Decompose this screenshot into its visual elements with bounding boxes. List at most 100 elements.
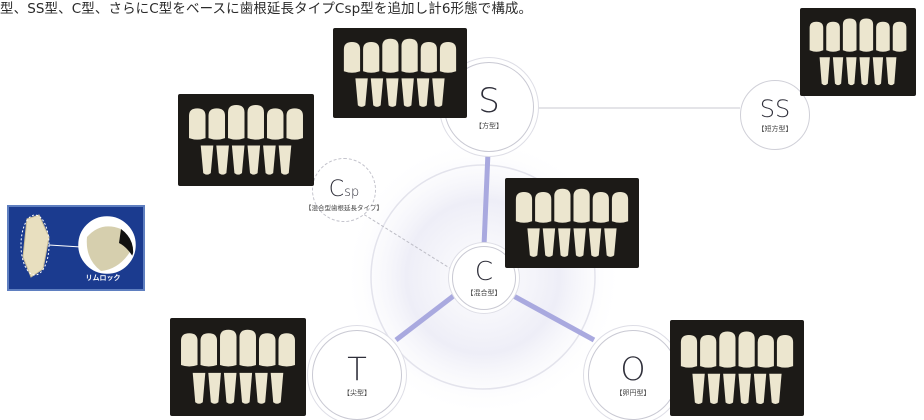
denture-photo-s	[333, 28, 467, 118]
denture-photo-csp	[178, 94, 314, 186]
upper-tooth	[738, 331, 755, 368]
denture-photo-t	[170, 318, 306, 416]
lower-tooth	[432, 78, 445, 107]
denture-photo-o	[670, 320, 804, 416]
teeth-illustration	[343, 38, 457, 107]
lower-tooth	[216, 145, 229, 175]
upper-tooth	[363, 42, 380, 73]
lower-tooth	[819, 57, 830, 86]
upper-tooth	[278, 333, 295, 367]
upper-tooth	[382, 38, 399, 73]
lower-tooth	[604, 228, 617, 257]
lower-tooth	[846, 57, 857, 86]
lower-tooth	[247, 145, 261, 175]
upper-tooth	[239, 329, 256, 367]
center-ring	[370, 164, 596, 390]
upper-tooth	[573, 188, 590, 223]
link-c-o	[508, 291, 596, 343]
lower-tooth	[200, 145, 214, 175]
upper-tooth	[343, 42, 361, 73]
lower-tooth	[872, 57, 884, 86]
teeth-illustration	[809, 18, 907, 86]
lower-tooth	[832, 57, 844, 86]
link-c-t	[394, 292, 458, 342]
lower-tooth	[738, 373, 751, 405]
shape-ss-circle: SS 【短方型】	[740, 80, 810, 150]
lower-tooth	[223, 372, 237, 404]
lower-tooth	[573, 228, 586, 257]
upper-tooth	[228, 105, 245, 140]
lower-tooth	[527, 228, 540, 257]
lower-tooth	[886, 57, 897, 86]
upper-tooth	[719, 331, 736, 368]
upper-tooth	[892, 21, 907, 52]
lower-tooth	[255, 372, 268, 404]
shape-o-letter: O	[620, 349, 646, 388]
lower-tooth	[231, 145, 245, 175]
lower-tooth	[192, 372, 206, 404]
lower-tooth	[370, 78, 384, 107]
upper-tooth	[611, 192, 629, 223]
description-text: 型、SS型、C型、さらにC型をベースに歯根延長タイプCsp型を追加し計6形態で構…	[0, 1, 533, 17]
shape-ss-letter: SS	[759, 94, 791, 123]
shape-t-circle: T 【尖型】	[312, 330, 402, 420]
shape-o-label: 【卵円型】	[615, 388, 651, 397]
lower-tooth	[401, 78, 414, 107]
upper-tooth	[859, 18, 874, 52]
upper-tooth	[420, 42, 437, 73]
lower-tooth	[542, 228, 556, 257]
upper-tooth	[286, 108, 303, 140]
teeth-illustration	[515, 188, 629, 257]
lower-tooth	[355, 78, 368, 107]
upper-tooth	[842, 18, 857, 52]
upper-tooth	[700, 334, 717, 368]
upper-tooth	[535, 192, 552, 223]
rimlock-label: リムロック	[85, 274, 121, 282]
shape-t-label: 【尖型】	[343, 388, 371, 397]
lower-tooth	[416, 78, 430, 107]
upper-tooth	[776, 334, 794, 368]
lower-tooth	[769, 373, 782, 405]
upper-tooth	[208, 108, 226, 140]
teeth-illustration	[181, 329, 295, 404]
link-csp-c	[359, 211, 457, 273]
denture-photo-ss	[800, 8, 916, 96]
lower-tooth	[386, 78, 399, 107]
upper-tooth	[247, 105, 264, 140]
lower-tooth	[859, 57, 870, 86]
upper-tooth	[826, 21, 840, 52]
upper-tooth	[809, 21, 824, 52]
upper-tooth	[220, 329, 237, 367]
lower-tooth	[278, 145, 292, 175]
lower-tooth	[558, 228, 571, 257]
upper-tooth	[266, 108, 284, 140]
shape-csp-letter: Csp	[328, 177, 360, 202]
lower-tooth	[270, 372, 284, 404]
upper-tooth	[757, 334, 774, 368]
shape-t-letter: T	[347, 349, 367, 388]
rimlock-icon	[20, 214, 136, 278]
link-s-c	[481, 151, 491, 247]
upper-tooth	[439, 42, 457, 73]
lower-tooth	[707, 373, 721, 405]
upper-tooth	[554, 188, 571, 223]
upper-tooth	[680, 334, 698, 368]
lower-tooth	[239, 372, 253, 404]
teeth-illustration	[189, 105, 303, 175]
denture-photo-c	[505, 178, 639, 268]
shape-o-circle: O 【卵円型】	[588, 330, 678, 420]
upper-tooth	[592, 192, 609, 223]
lower-tooth	[692, 373, 705, 405]
lower-tooth	[263, 145, 276, 175]
lower-tooth	[723, 373, 736, 405]
upper-tooth	[876, 21, 890, 52]
rimlock-diagram: リムロック	[7, 205, 145, 291]
shape-csp-circle: Csp 【混合型歯根延長タイプ】	[305, 158, 383, 222]
lower-tooth	[208, 372, 221, 404]
upper-tooth	[181, 333, 198, 367]
upper-tooth	[200, 333, 218, 367]
shape-s-letter: S	[478, 80, 500, 121]
upper-tooth	[401, 38, 418, 73]
shape-csp-label: 【混合型歯根延長タイプ】	[305, 204, 383, 212]
shape-s-circle: S 【方型】	[444, 62, 534, 152]
